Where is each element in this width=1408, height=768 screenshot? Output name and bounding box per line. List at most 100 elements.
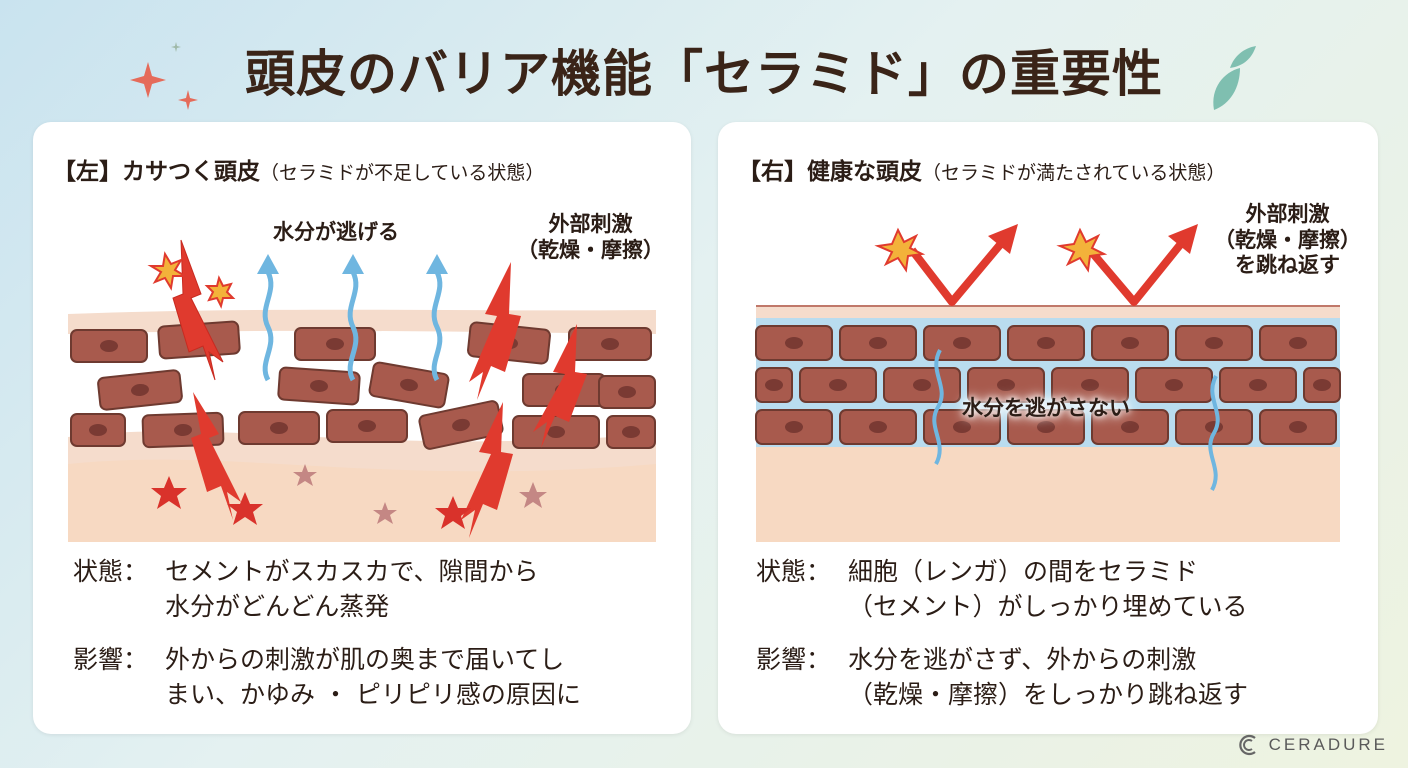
brick-cell [923, 325, 1001, 361]
spark-icon [147, 251, 189, 291]
state-line: （セメント）がしっかり埋めている [848, 592, 1248, 621]
brick-cell [97, 369, 183, 411]
dry-scalp-diagram [68, 239, 656, 542]
state-key: 状態： [73, 557, 149, 586]
brick-cell [1091, 409, 1169, 445]
brick-cell [1135, 367, 1213, 403]
leaf-icon [1213, 46, 1256, 110]
brand-name: CERADURE [1268, 735, 1388, 754]
water-arrow [431, 270, 443, 382]
star-icon [519, 482, 547, 508]
brick-cell [277, 366, 361, 406]
state-line: セメントがスカスカで、隙間から [165, 557, 539, 586]
left-water-label: 水分が逃げる [273, 220, 399, 244]
surface-band [756, 306, 1340, 318]
brick-cell [1007, 409, 1085, 445]
star-icon [293, 464, 317, 486]
state-key: 状態： [756, 557, 832, 586]
brick-group-dense [755, 325, 1341, 445]
state-line: 細胞（レンガ）の間をセラミド [848, 557, 1199, 586]
stimulus-line: （乾燥・摩擦） [517, 237, 664, 262]
bounce-arrows [874, 224, 1198, 306]
lightning-bolt-arrow [533, 324, 587, 448]
left-effect-desc: 影響： 外からの刺激が肌の奥まで届いてし まい、かゆみ ・ ピリピリ感の原因に [73, 642, 683, 722]
effect-key: 影響： [756, 645, 832, 674]
bounce-arrow [1086, 237, 1188, 306]
brick-cell [238, 411, 320, 445]
water-arrow-head [426, 254, 448, 274]
brick-cell [883, 367, 961, 403]
brick-cell [326, 409, 408, 443]
brick-cell [755, 325, 833, 361]
spark-icon [874, 227, 926, 273]
brick-cell [1303, 367, 1341, 403]
left-heading: 【左】カサつく頭皮（セラミドが不足している状態） [53, 152, 544, 186]
lightning-bolt-arrow [461, 402, 513, 538]
brand-logo: CERADURE [1235, 732, 1388, 758]
brand-mark-icon [1238, 734, 1256, 756]
left-heading-sub: （セラミドが不足している状態） [260, 162, 545, 184]
effect-line: 水分を逃がさず、外からの刺激 [848, 645, 1197, 674]
water-arrow-head [342, 254, 364, 274]
bounce-arrow-head [1168, 224, 1198, 254]
right-panel: 【右】健康な頭皮（セラミドが満たされている状態） 外部刺激 （乾燥・摩擦） を跳… [718, 122, 1378, 734]
brick-cell [1175, 325, 1253, 361]
brick-cell [1175, 409, 1253, 445]
water-wave [1208, 375, 1220, 491]
skin-layer [756, 432, 1340, 542]
brick-cell [598, 375, 656, 409]
stimulus-line: （乾燥・摩擦） [1214, 227, 1361, 252]
effect-line: まい、かゆみ ・ ピリピリ感の原因に [165, 680, 581, 709]
brick-cell [70, 329, 148, 363]
star-icon [435, 496, 471, 529]
right-heading-main: 【右】健康な頭皮 [738, 159, 922, 185]
brick-cell [923, 409, 1001, 445]
brick-cell [368, 361, 450, 409]
brick-cell [512, 415, 600, 449]
brick-cell [1259, 325, 1337, 361]
brick-cell [568, 327, 652, 361]
left-panel: 【左】カサつく頭皮（セラミドが不足している状態） [33, 122, 691, 734]
effect-line: （乾燥・摩擦）をしっかり跳ね返す [848, 680, 1249, 709]
brick-cell [70, 413, 126, 447]
lightning-bolt-arrow [191, 392, 241, 520]
stimulus-line: を跳ね返す [1235, 253, 1340, 278]
star-icon [373, 502, 397, 524]
brick-cell [1219, 367, 1297, 403]
title-area: 頭皮のバリア機能「セラミド」の重要性 [0, 18, 1408, 113]
star-icon [151, 476, 187, 509]
right-water-label: 水分を逃がさない [962, 396, 1130, 420]
damage-stars [151, 464, 547, 529]
page-title: 頭皮のバリア機能「セラミド」の重要性 [245, 45, 1163, 103]
water-wave [932, 349, 944, 465]
spark-icon [204, 275, 236, 309]
left-state-desc: 状態： セメントがスカスカで、隙間から 水分がどんどん蒸発 [73, 554, 673, 634]
right-stimulus-label: 外部刺激 （乾燥・摩擦） を跳ね返す [1214, 202, 1361, 279]
brick-cell [755, 409, 833, 445]
brick-cell [839, 325, 917, 361]
water-retained-waves [932, 349, 1220, 491]
lightning-bolt-arrow [469, 262, 521, 400]
brick-cell [1007, 325, 1085, 361]
right-heading: 【右】健康な頭皮（セラミドが満たされている状態） [738, 152, 1225, 186]
brick-cell [967, 367, 1045, 403]
state-line: 水分がどんどん蒸発 [165, 592, 390, 621]
brick-cell [755, 367, 793, 403]
sparkle-icon [130, 42, 198, 110]
effect-line: 外からの刺激が肌の奥まで届いてし [165, 645, 565, 674]
brick-cell [1259, 409, 1337, 445]
effect-key: 影響： [73, 645, 149, 674]
lightning-bolt-arrow [172, 239, 224, 381]
brick-cell [799, 367, 877, 403]
water-arrow-head [257, 254, 279, 274]
stimulus-bolts [147, 239, 587, 538]
left-stimulus-label: 外部刺激 （乾燥・摩擦） [517, 212, 664, 263]
right-state-desc: 状態： 細胞（レンガ）の間をセラミド （セメント）がしっかり埋めている [756, 554, 1366, 634]
brick-cell [606, 415, 656, 449]
spark-icon [1056, 227, 1108, 273]
escaping-water-arrows [257, 254, 448, 382]
brick-cell [1051, 367, 1129, 403]
right-effect-desc: 影響： 水分を逃がさず、外からの刺激 （乾燥・摩擦）をしっかり跳ね返す [756, 642, 1366, 722]
star-icon [227, 492, 263, 525]
bounce-arrow [908, 237, 1008, 306]
